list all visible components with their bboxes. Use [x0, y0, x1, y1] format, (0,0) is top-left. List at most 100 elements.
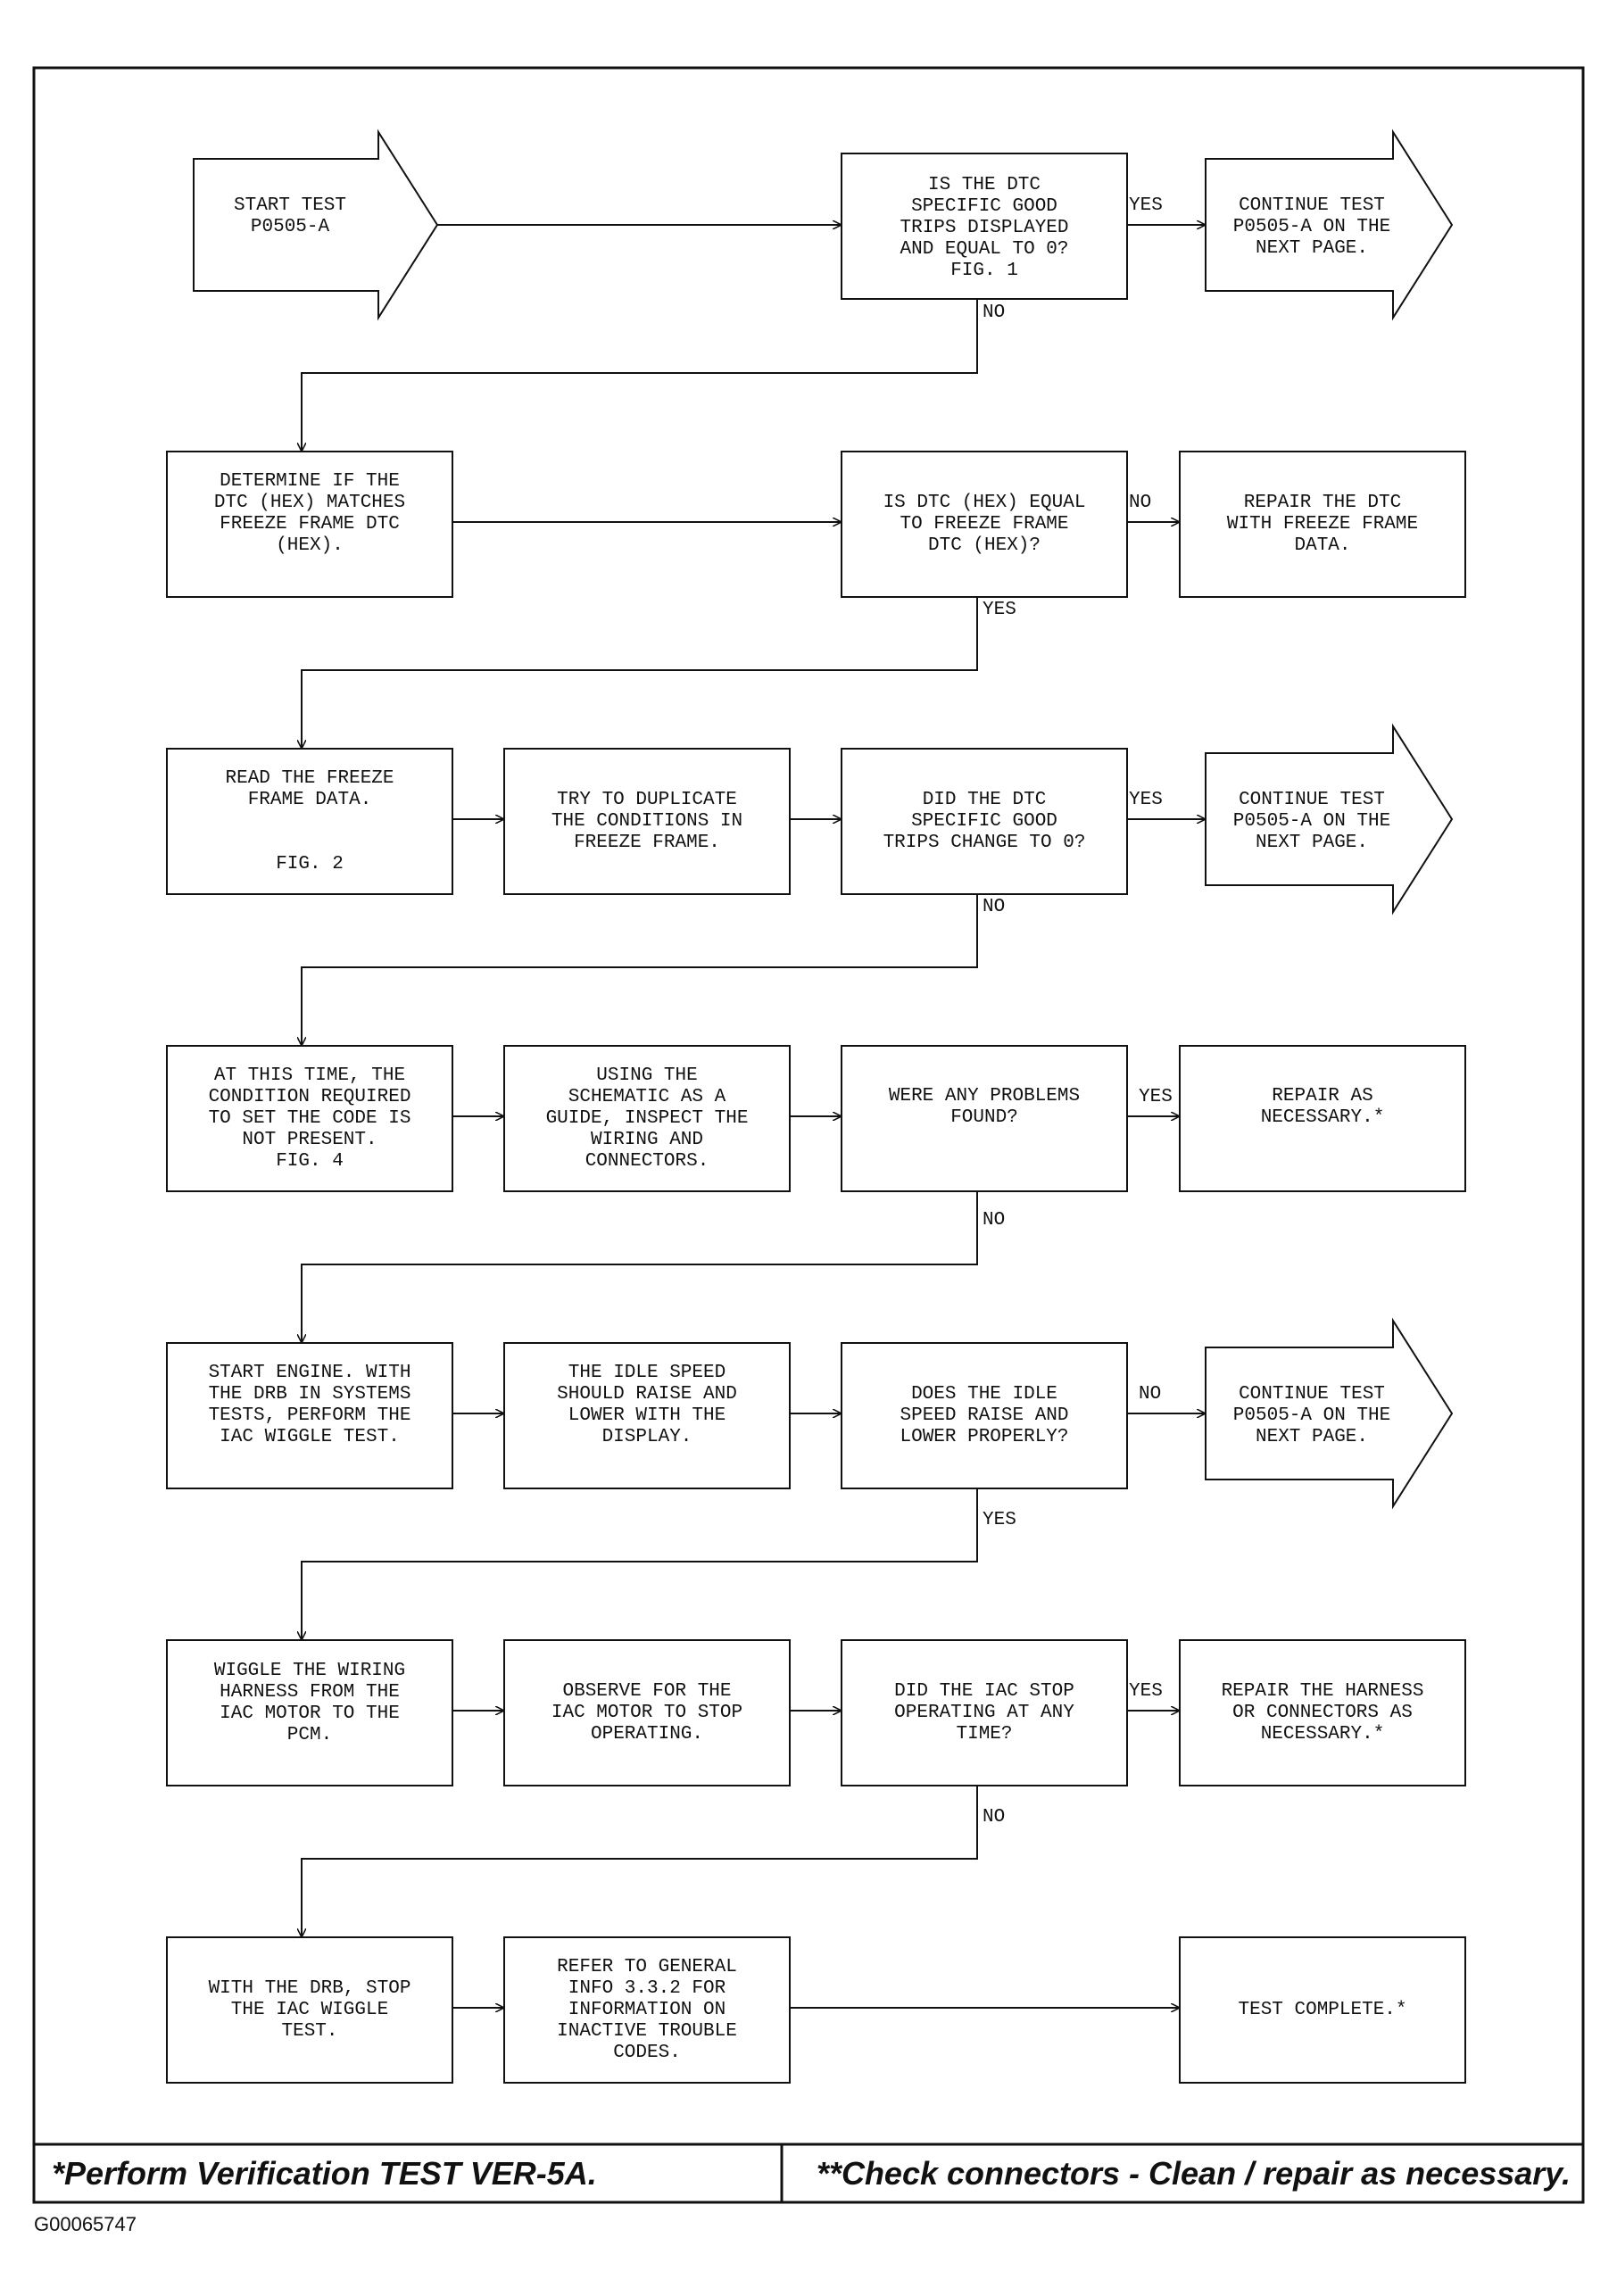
- label-line: TEST.: [281, 2021, 337, 2042]
- label-line: OBSERVE FOR THE: [562, 1681, 731, 1702]
- start-engine-wiggle: [166, 1342, 453, 1489]
- label-line: CONTINUE TEST: [1239, 195, 1385, 216]
- repair-freeze-frame: [1179, 451, 1466, 598]
- q-problems-found: [841, 1045, 1128, 1192]
- label-line: DID THE IAC STOP: [894, 1681, 1074, 1702]
- label-line: NECESSARY.*: [1261, 1107, 1385, 1128]
- continue-test-arrow-3: [1205, 1317, 1454, 1510]
- edge-label-q3-no: NO: [983, 897, 1005, 917]
- stop-iac-wiggle: [166, 1936, 453, 2084]
- label-line: SPEED RAISE AND: [900, 1405, 1068, 1426]
- label-line: FRAME DATA.: [248, 790, 372, 810]
- label-line: P0505-A: [251, 217, 330, 237]
- edge-label-q2-no: NO: [1129, 493, 1151, 513]
- label-line: DTC (HEX) MATCHES: [214, 493, 405, 513]
- label-line: FIG. 2: [276, 854, 344, 874]
- label-line: HARNESS FROM THE: [220, 1682, 400, 1703]
- label-line: CONNECTORS.: [585, 1151, 709, 1172]
- label-line: WITH FREEZE FRAME: [1227, 514, 1418, 535]
- label-line: THE DRB IN SYSTEMS: [209, 1384, 411, 1405]
- label-line: P0505-A ON THE: [1233, 1405, 1390, 1426]
- q-dtc-good-trips-zero: [841, 153, 1128, 300]
- read-freeze-frame: [166, 748, 453, 895]
- edge-label-q6-no: NO: [983, 1807, 1005, 1828]
- label-line: SPECIFIC GOOD: [911, 196, 1057, 217]
- label-line: WERE ANY PROBLEMS: [889, 1086, 1080, 1107]
- footer-left-note: *Perform Verification TEST VER-5A.: [52, 2155, 597, 2192]
- footer-right-note: **Check connectors - Clean / repair as n…: [817, 2155, 1571, 2192]
- label-line: LOWER PROPERLY?: [900, 1427, 1068, 1447]
- label-line: NEXT PAGE.: [1256, 238, 1368, 259]
- edge-label-q6-yes: YES: [1129, 1681, 1163, 1702]
- label-line: GUIDE, INSPECT THE: [546, 1108, 749, 1129]
- label-line: THE CONDITIONS IN: [551, 811, 742, 832]
- label-line: FIG. 1: [950, 261, 1018, 281]
- label-line: CONTINUE TEST: [1239, 1384, 1385, 1405]
- q-idle-raise-lower: [841, 1342, 1128, 1489]
- edge-label-q5-yes: YES: [983, 1510, 1016, 1530]
- label-line: FIG. 4: [276, 1151, 344, 1172]
- label-line: WIRING AND: [591, 1130, 703, 1150]
- label-line: NEXT PAGE.: [1256, 833, 1368, 853]
- label-line: TO SET THE CODE IS: [209, 1108, 411, 1129]
- label-line: AND EQUAL TO 0?: [900, 239, 1068, 260]
- label-line: TO FREEZE FRAME: [900, 514, 1068, 535]
- test-complete: [1179, 1936, 1466, 2084]
- edge-q3-no: [302, 894, 978, 1046]
- label-line: SCHEMATIC AS A: [568, 1087, 726, 1107]
- label-line: IAC MOTOR TO STOP: [551, 1703, 742, 1723]
- label-line: CONTINUE TEST: [1239, 790, 1385, 810]
- edge-q5-yes: [302, 1488, 978, 1640]
- label-line: NECESSARY.*: [1261, 1724, 1385, 1745]
- label-line: CODES.: [613, 2043, 681, 2063]
- idle-speed-display: [503, 1342, 791, 1489]
- label-line: WITH THE DRB, STOP: [209, 1978, 411, 1999]
- label-line: SHOULD RAISE AND: [557, 1384, 737, 1405]
- continue-test-arrow-1: [1205, 128, 1454, 321]
- label-line: FREEZE FRAME DTC: [220, 514, 400, 535]
- edge-label-q2-yes: YES: [983, 600, 1016, 620]
- q-iac-stop-operating: [841, 1639, 1128, 1786]
- edge-label-q4-no: NO: [983, 1210, 1005, 1231]
- label-line: IS DTC (HEX) EQUAL: [883, 493, 1086, 513]
- edge-q6-no: [302, 1786, 978, 1937]
- wiggle-harness: [166, 1639, 453, 1786]
- label-line: P0505-A ON THE: [1233, 217, 1390, 237]
- label-line: START TEST: [234, 195, 346, 216]
- observe-iac-motor: [503, 1639, 791, 1786]
- label-line: SPECIFIC GOOD: [911, 811, 1057, 832]
- label-line: DISPLAY.: [602, 1427, 692, 1447]
- label-line: REPAIR THE HARNESS: [1222, 1681, 1424, 1702]
- label-line: (HEX).: [276, 535, 344, 556]
- test-complete-label: TEST COMPLETE.*: [1238, 2000, 1406, 2020]
- label-line: AT THIS TIME, THE: [214, 1065, 405, 1086]
- label-line: CONDITION REQUIRED: [209, 1087, 411, 1107]
- edge-q1-no: [302, 299, 978, 452]
- label-line: TRIPS DISPLAYED: [900, 218, 1068, 238]
- label-line: WIGGLE THE WIRING: [214, 1661, 405, 1681]
- label-line: REFER TO GENERAL: [557, 1957, 737, 1977]
- edge-label-q1-yes: YES: [1129, 195, 1163, 216]
- refer-general-info: [503, 1936, 791, 2084]
- label-line: DETERMINE IF THE: [220, 471, 400, 492]
- label-line: REPAIR THE DTC: [1244, 493, 1401, 513]
- label-line: THE IDLE SPEED: [568, 1363, 726, 1383]
- label-line: OR CONNECTORS AS: [1232, 1703, 1413, 1723]
- label-line: USING THE: [596, 1065, 697, 1086]
